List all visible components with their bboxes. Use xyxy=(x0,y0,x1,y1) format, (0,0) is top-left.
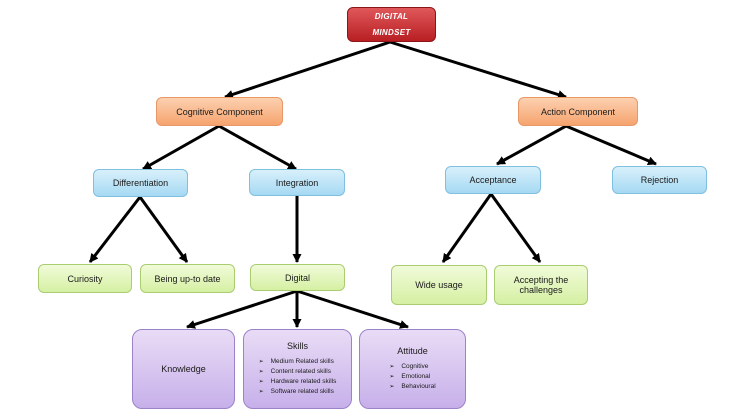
node-label: Acceptance xyxy=(469,175,517,185)
node-being-up-to-date: Being up-to date xyxy=(140,264,235,293)
list-item: ➢Behavioural xyxy=(389,383,436,390)
node-label: Rejection xyxy=(640,175,679,185)
list-item: ➢Emotional xyxy=(389,373,431,380)
edge-root-to-action xyxy=(389,40,567,99)
list-item: ➢Software related skills xyxy=(258,388,334,395)
node-attitude: Attitude ➢Cognitive ➢Emotional ➢Behaviou… xyxy=(359,329,466,409)
edge-cognitive-to-integration xyxy=(218,124,297,171)
edge-differentiation-to-curiosity xyxy=(88,196,142,263)
node-label: Action Component xyxy=(540,106,616,117)
root-node-digital-mindset: DIGITAL MINDSET xyxy=(347,7,436,42)
node-curiosity: Curiosity xyxy=(38,264,132,293)
list-item: ➢Content related skills xyxy=(258,368,331,375)
list-item: ➢Cognitive xyxy=(389,363,429,370)
node-label: Digital xyxy=(284,272,310,283)
root-label-line1: DIGITAL xyxy=(374,11,409,21)
node-skills: Skills ➢Medium Related skills ➢Content r… xyxy=(243,329,352,409)
bullet-arrow-icon: ➢ xyxy=(258,389,264,395)
bullet-arrow-icon: ➢ xyxy=(258,359,264,365)
edge-action-to-rejection xyxy=(565,124,657,166)
node-wide-usage: Wide usage xyxy=(391,265,487,305)
node-title: Skills xyxy=(286,341,308,351)
node-accepting-challenges: Accepting the challenges xyxy=(494,265,588,305)
node-label: Differentiation xyxy=(112,178,169,188)
edge-differentiation-to-uptodate xyxy=(138,196,189,263)
node-action-component: Action Component xyxy=(518,97,638,126)
bullet-arrow-icon: ➢ xyxy=(389,364,395,370)
edge-acceptance-to-wideusage xyxy=(441,193,493,263)
node-acceptance: Acceptance xyxy=(445,166,541,194)
node-label: Curiosity xyxy=(67,273,103,284)
node-label: Being up-to date xyxy=(154,273,221,284)
bullet-arrow-icon: ➢ xyxy=(389,384,395,390)
node-label-line1: Accepting the xyxy=(513,275,569,285)
edge-cognitive-to-differentiation xyxy=(142,124,220,171)
attitude-list: ➢Cognitive ➢Emotional ➢Behavioural xyxy=(389,362,435,392)
node-label-line2: challenges xyxy=(519,285,563,295)
node-differentiation: Differentiation xyxy=(93,169,188,197)
node-label: Cognitive Component xyxy=(176,106,263,117)
node-cognitive-component: Cognitive Component xyxy=(156,97,283,126)
edge-digital-to-knowledge xyxy=(186,289,298,329)
node-title: Attitude xyxy=(397,346,428,356)
edge-action-to-acceptance xyxy=(496,124,567,166)
edge-acceptance-to-accepting xyxy=(489,193,542,263)
node-rejection: Rejection xyxy=(612,166,707,194)
bullet-arrow-icon: ➢ xyxy=(258,369,264,375)
node-digital: Digital xyxy=(250,264,345,291)
root-label-line2: MINDSET xyxy=(372,27,411,37)
edge-digital-to-attitude xyxy=(296,289,409,329)
node-integration: Integration xyxy=(249,169,345,196)
node-label: Integration xyxy=(275,177,319,188)
list-item: ➢Hardware related skills xyxy=(258,378,337,385)
node-knowledge: Knowledge xyxy=(132,329,235,409)
edge-root-to-cognitive xyxy=(224,40,391,99)
node-label: Wide usage xyxy=(415,280,463,290)
list-item: ➢Medium Related skills xyxy=(258,358,334,365)
bullet-arrow-icon: ➢ xyxy=(258,379,264,385)
bullet-arrow-icon: ➢ xyxy=(389,374,395,380)
node-label: Knowledge xyxy=(161,364,206,374)
skills-list: ➢Medium Related skills ➢Content related … xyxy=(259,357,337,397)
